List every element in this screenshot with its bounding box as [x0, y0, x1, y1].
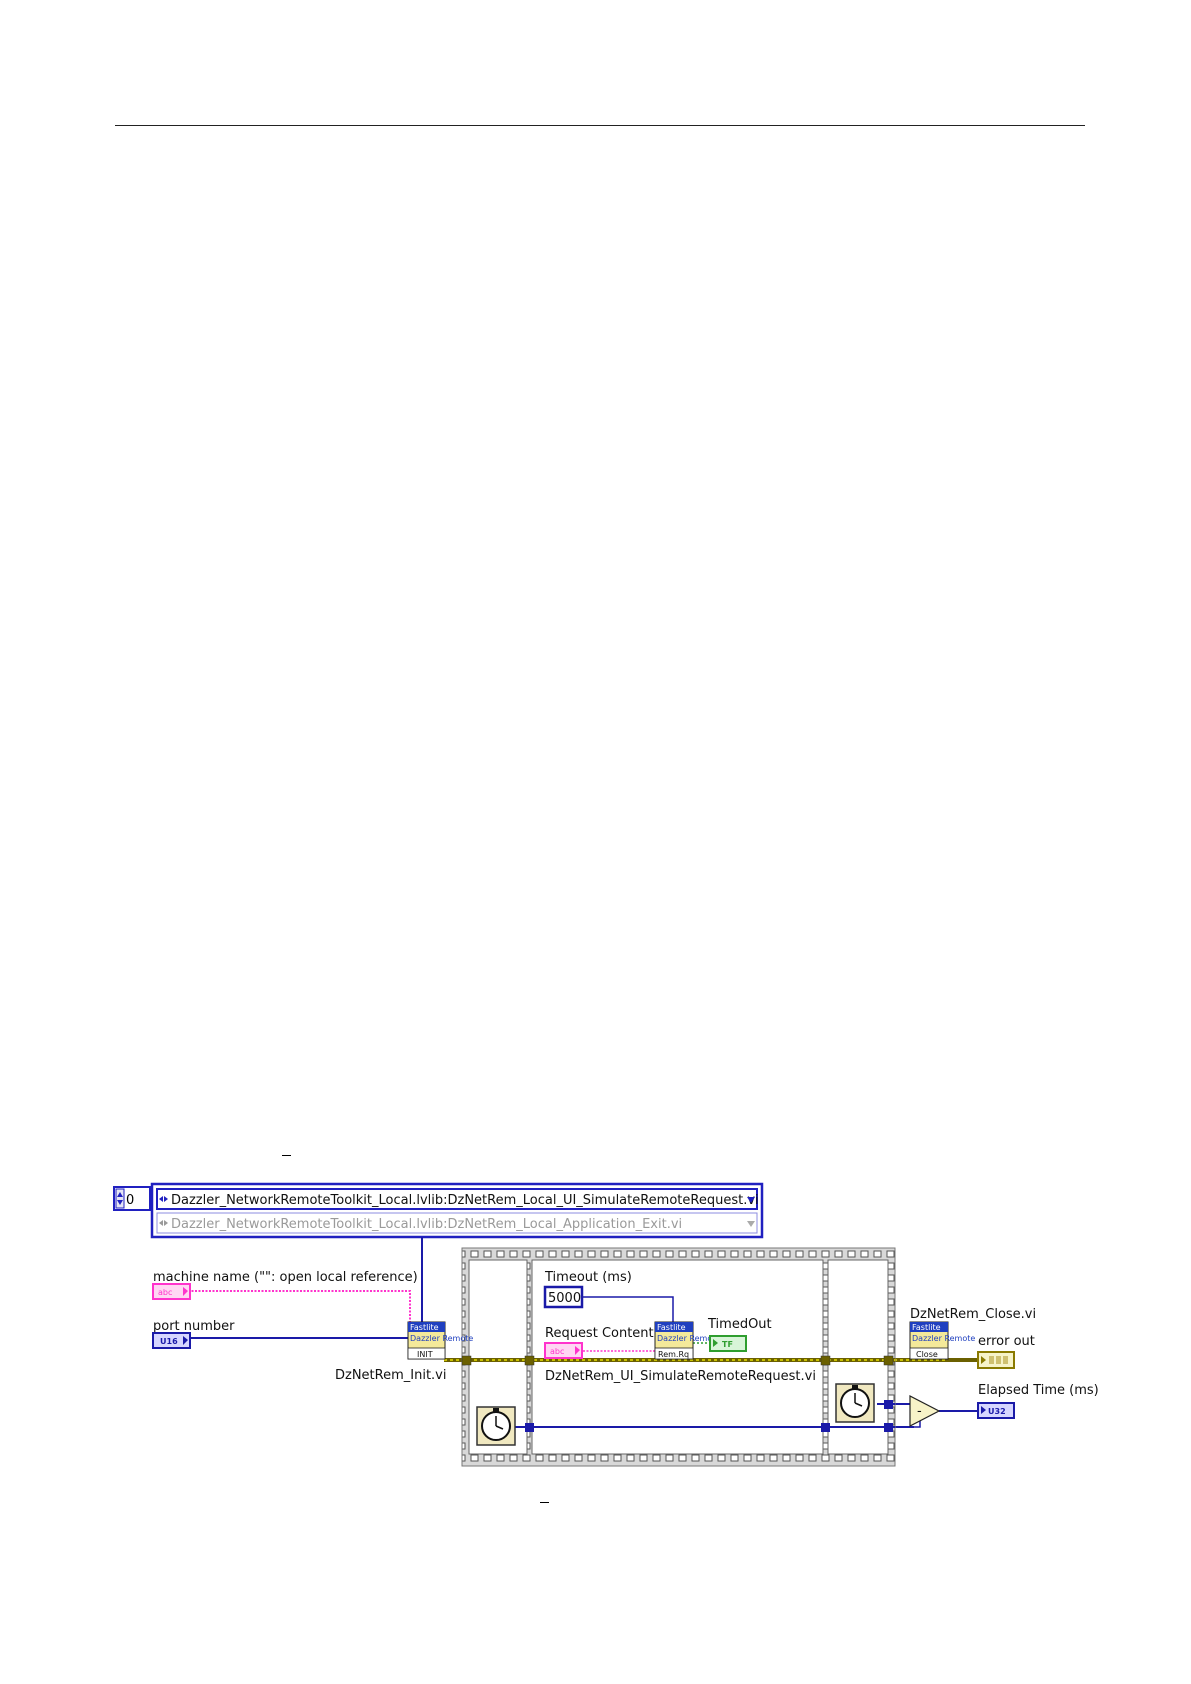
request-icon-top: Fastlite [657, 1323, 686, 1332]
case-ring-arrows-icon[interactable] [159, 1196, 168, 1202]
subtract-function[interactable]: - [909, 1395, 941, 1427]
machine-name-control[interactable]: abc [152, 1283, 191, 1300]
string-type-label: abc [158, 1288, 172, 1297]
elapsed-time-label: Elapsed Time (ms) [978, 1383, 1099, 1398]
timeout-label: Timeout (ms) [544, 1270, 632, 1285]
tick-count-end[interactable] [835, 1383, 875, 1423]
request-content-control[interactable]: abc [544, 1342, 583, 1359]
port-number-label: port number [153, 1319, 235, 1334]
case-index-value: 0 [126, 1193, 134, 1208]
init-subvi[interactable]: Fastlite Dazzler Remote INIT [407, 1321, 473, 1360]
timeout-constant[interactable]: 5000 [543, 1285, 584, 1309]
machine-name-label: machine name ("": open local reference) [153, 1270, 418, 1285]
init-subvi-label: DzNetRem_Init.vi [335, 1368, 446, 1383]
figure-mark-bottom [540, 1502, 549, 1503]
request-subvi[interactable]: Fastlite Dazzler Remote Rem.Rq [654, 1321, 720, 1360]
request-icon-mid: Dazzler Remote [657, 1334, 720, 1343]
close-subvi[interactable]: Fastlite Dazzler Remote Close [909, 1321, 975, 1360]
request-subvi-label: DzNetRem_UI_SimulateRemoteRequest.vi [545, 1369, 816, 1384]
request-content-label: Request Content [545, 1326, 654, 1341]
next-case-label: Dazzler_NetworkRemoteToolkit_Local.lvlib… [171, 1217, 682, 1232]
elapsed-time-indicator[interactable]: U32 [977, 1402, 1015, 1419]
request-icon-bottom: Rem.Rq [658, 1350, 689, 1359]
next-case-dropdown-icon [747, 1221, 755, 1227]
string-type-label: abc [550, 1347, 564, 1356]
tick-count-start[interactable] [476, 1406, 516, 1446]
port-number-control[interactable]: U16 [152, 1332, 191, 1349]
close-icon-mid: Dazzler Remote [912, 1334, 975, 1343]
next-case-arrows-icon [159, 1220, 168, 1226]
figure-mark-top [282, 1155, 291, 1156]
selected-case-label: Dazzler_NetworkRemoteToolkit_Local.lvlib… [171, 1193, 759, 1208]
case-selector-ring[interactable]: Dazzler_NetworkRemoteToolkit_Local.lvlib… [150, 1182, 764, 1239]
u16-type-label: U16 [160, 1337, 178, 1346]
boolean-type-label: TF [722, 1340, 733, 1349]
timedout-label: TimedOut [707, 1317, 772, 1332]
timedout-indicator[interactable]: TF [709, 1335, 747, 1352]
case-index-control[interactable]: 0 [113, 1186, 151, 1211]
sequence-frame-3 [827, 1259, 889, 1455]
subtract-symbol: - [917, 1404, 922, 1419]
u32-type-label: U32 [988, 1407, 1006, 1416]
init-icon-bottom: INIT [417, 1350, 433, 1359]
machine-name-wire [188, 1290, 411, 1330]
case-dropdown-icon[interactable] [747, 1197, 755, 1203]
error-out-indicator[interactable] [977, 1351, 1015, 1369]
sequence-tunnels [461, 1355, 894, 1432]
close-icon-bottom: Close [916, 1350, 938, 1359]
init-icon-top: Fastlite [410, 1323, 439, 1332]
timeout-value: 5000 [548, 1291, 581, 1306]
close-icon-top: Fastlite [912, 1323, 941, 1332]
init-icon-mid: Dazzler Remote [410, 1334, 473, 1343]
error-out-label: error out [978, 1334, 1035, 1349]
header-rule [115, 125, 1085, 126]
close-subvi-label: DzNetRem_Close.vi [910, 1307, 1036, 1322]
